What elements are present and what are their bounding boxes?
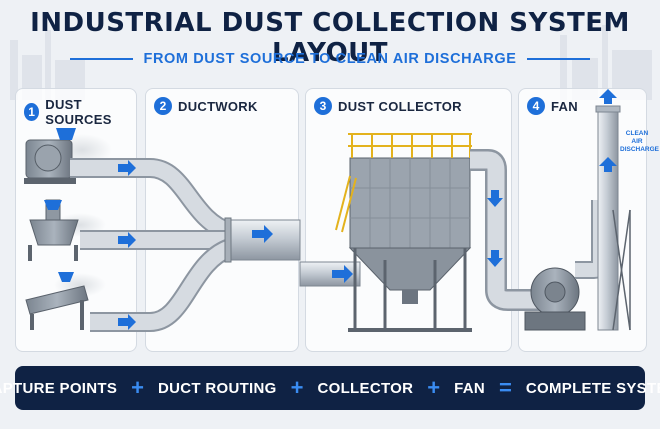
panel-header: 2 DUCTWORK — [154, 97, 258, 115]
section-label-dust-collector: DUST COLLECTOR — [338, 98, 462, 114]
equation-term-duct-routing: DUCT ROUTING — [158, 379, 277, 397]
flow-arrow-icon — [118, 160, 273, 330]
clean-air-discharge-label: CLEAN AIR DISCHARGE — [620, 130, 660, 153]
page-subtitle: FROM DUST SOURCE TO CLEAN AIR DISCHARGE — [143, 51, 517, 67]
plus-operator: + — [131, 375, 145, 400]
section-label-fan: FAN — [551, 98, 578, 114]
subtitle-divider-left — [70, 58, 134, 60]
panel-header: 3 DUST COLLECTOR — [314, 97, 462, 115]
section-label-dust-sources: DUST SOURCES — [45, 97, 112, 127]
plus-operator: + — [427, 375, 441, 400]
equation-term-collector: COLLECTOR — [317, 379, 414, 397]
step-number-badge: 4 — [527, 97, 545, 115]
step-number-badge: 2 — [154, 97, 172, 115]
page-title: INDUSTRIAL DUST COLLECTION SYSTEM LAYOUT — [30, 8, 630, 68]
panel-header: 1 DUST SOURCES — [24, 97, 136, 127]
dust-collector — [299, 133, 540, 332]
panel-header: 4 FAN — [527, 97, 578, 115]
equation-term-capture-points: CAPTURE POINTS — [0, 379, 118, 397]
step-number-badge: 3 — [314, 97, 332, 115]
dust-source-machine-3 — [25, 272, 106, 330]
equals-operator: = — [499, 375, 512, 400]
section-label-ductwork: DUCTWORK — [178, 98, 258, 114]
subtitle-divider-right — [526, 58, 590, 60]
equation-term-complete-system: COMPLETE SYSTEM — [525, 379, 660, 397]
equation-term-fan: FAN — [454, 379, 486, 397]
plus-operator: + — [290, 375, 304, 400]
subtitle-row: FROM DUST SOURCE TO CLEAN AIR DISCHARGE — [70, 48, 590, 70]
step-number-badge: 1 — [24, 103, 40, 121]
summary-equation-bar: CAPTURE POINTS + DUCT ROUTING + COLLECTO… — [0, 366, 660, 410]
ductwork — [70, 158, 301, 332]
fan-and-stack — [524, 89, 631, 331]
